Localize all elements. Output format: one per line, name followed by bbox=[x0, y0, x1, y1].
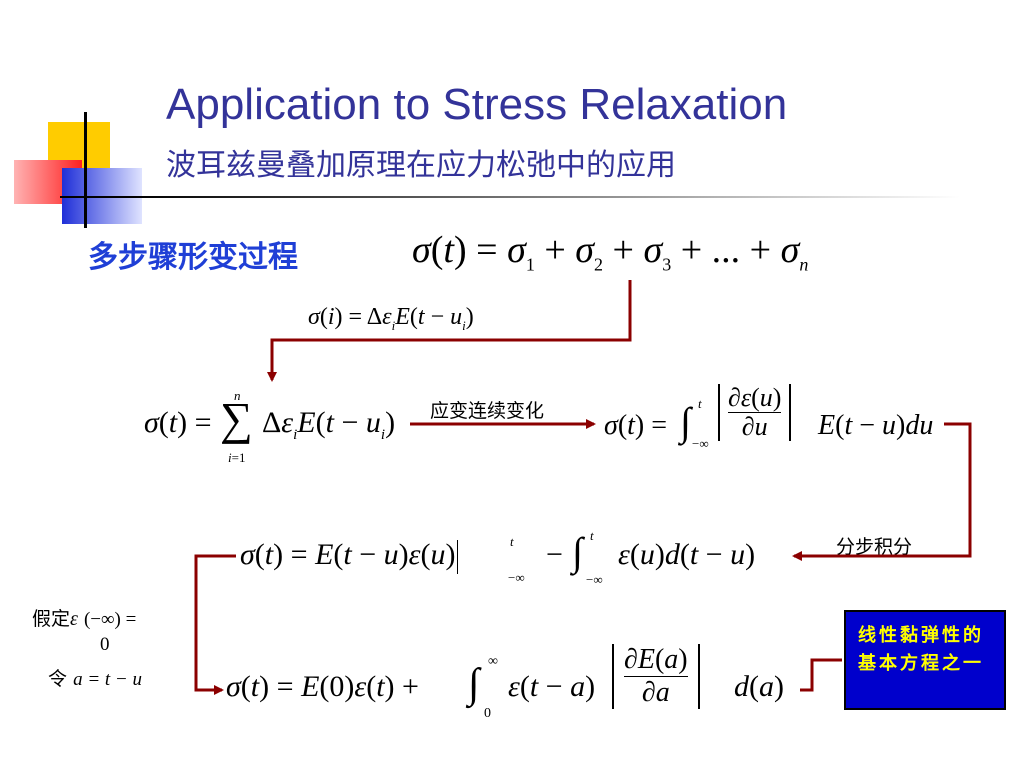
arrow-sum-to-discrete bbox=[267, 280, 632, 382]
decor-vertical-line bbox=[84, 112, 87, 228]
fraction-bracket-2: ∂E(a) ∂a bbox=[612, 644, 700, 709]
integral2-upper-t: t bbox=[590, 528, 594, 543]
integral3-lower-zero: 0 bbox=[484, 706, 491, 721]
substitution-line: 令 a = t − u bbox=[48, 664, 142, 691]
eval-lower-neg-inf: −∞ bbox=[508, 570, 525, 585]
minus-sign: − bbox=[546, 538, 563, 571]
formula-final-left: σ(t) = E(0)ε(t) + bbox=[226, 670, 419, 703]
label-integrate-by-parts: 分步积分 bbox=[836, 536, 913, 558]
integral-lower-neg-inf: −∞ bbox=[692, 436, 709, 451]
eval-upper-t: t bbox=[510, 534, 514, 549]
assumption-value: 0 bbox=[100, 634, 110, 655]
formula-step-i: σ(i) = ΔεiE(t − ui) bbox=[308, 304, 474, 333]
formula-sum-sigma: σ(t) = σ1 + σ2 + σ3 + ... + σn bbox=[412, 229, 809, 275]
fraction-bracket-1: ∂ε(u) ∂u bbox=[718, 384, 792, 441]
integral3-upper-inf: ∞ bbox=[488, 654, 498, 669]
formula-final-right: d(a) bbox=[734, 670, 784, 703]
arrow-parts-to-final bbox=[194, 554, 236, 695]
assume-prefix: 假定 bbox=[32, 608, 71, 630]
integral-upper-t: t bbox=[698, 396, 702, 411]
formula-integral-left: σ(t) = bbox=[604, 410, 668, 441]
let-prefix: 令 bbox=[48, 668, 68, 690]
formula-by-parts: σ(t) = E(t − u)ε(u) bbox=[240, 538, 466, 575]
slide-title-chinese: 波耳兹曼叠加原理在应力松弛中的应用 bbox=[166, 148, 676, 183]
connector-final-to-box bbox=[800, 658, 842, 692]
formula-discrete-term: ΔεiE(t − ui) bbox=[262, 406, 396, 443]
integral-symbol-3: ∫ bbox=[468, 661, 480, 707]
formula-by-parts-tail: ε(u)d(t − u) bbox=[618, 538, 756, 571]
formula-integral-right: E(t − u)du bbox=[818, 410, 934, 441]
formula-discrete-sum: σ(t) = bbox=[144, 406, 212, 439]
slide-title-english: Application to Stress Relaxation bbox=[166, 80, 788, 129]
integral2-lower-neg-inf: −∞ bbox=[586, 572, 603, 587]
sum-upper-n: n bbox=[234, 388, 241, 403]
fundamental-equation-box: 线性黏弹性的基本方程之一 bbox=[844, 610, 1006, 710]
sum-symbol: ∑ bbox=[220, 393, 253, 444]
integral-symbol-2: ∫ bbox=[572, 529, 583, 574]
formula-final-mid: ε(t − a) bbox=[508, 670, 596, 703]
assume-rest: (−∞) = bbox=[83, 609, 137, 630]
assumption-line: 假定ε (−∞) = bbox=[32, 608, 137, 630]
label-continuous-change: 应变连续变化 bbox=[430, 400, 545, 422]
section-label: 多步骤形变过程 bbox=[88, 240, 298, 275]
let-expression: a = t − u bbox=[73, 669, 142, 690]
fundamental-equation-label: 线性黏弹性的基本方程之一 bbox=[858, 625, 984, 674]
sum-lower-i1: i=1 bbox=[228, 450, 246, 465]
title-underline bbox=[60, 196, 960, 198]
integral-symbol-1: ∫ bbox=[680, 399, 691, 444]
arrow-integral-to-parts bbox=[792, 422, 972, 561]
